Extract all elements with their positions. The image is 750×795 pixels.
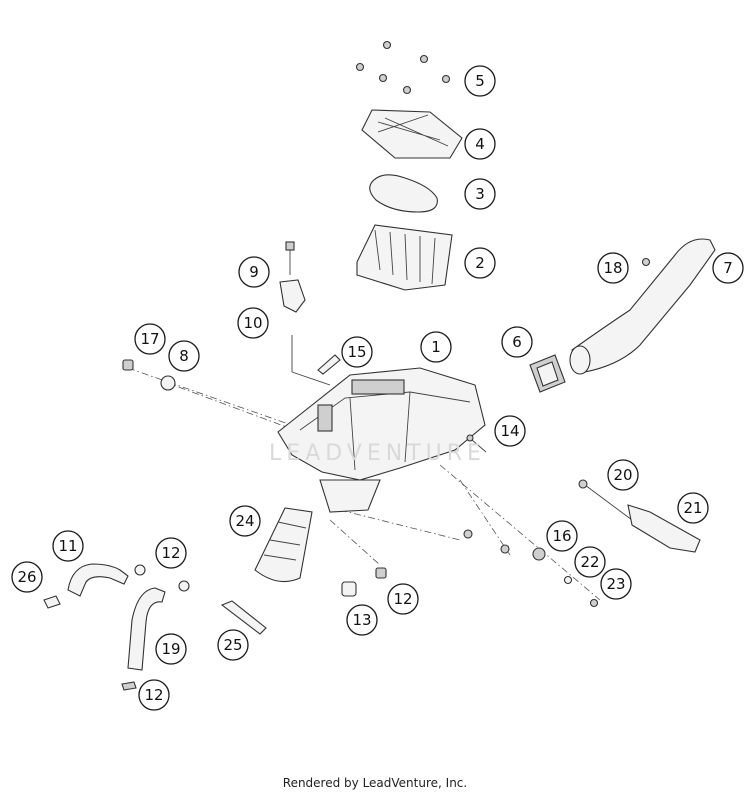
part-26-clip — [43, 595, 61, 609]
part-23-screw — [589, 598, 599, 608]
callout-6: 6 — [501, 326, 533, 358]
callout-2: 2 — [464, 247, 496, 279]
callout-21: 21 — [677, 492, 709, 524]
callout-13: 13 — [346, 604, 378, 636]
callout-22: 22 — [574, 546, 606, 578]
callout-15: 15 — [341, 336, 373, 368]
callout-1: 1 — [420, 331, 452, 363]
callout-5: 5 — [464, 65, 496, 97]
callout-24: 24 — [229, 505, 261, 537]
callout-label: 4 — [475, 135, 485, 153]
callout-label: 20 — [613, 466, 632, 484]
callout-8: 8 — [168, 340, 200, 372]
callout-3: 3 — [464, 178, 496, 210]
part-hardware-left — [463, 529, 510, 554]
leader-lines — [127, 335, 633, 601]
part-21-bracket — [627, 504, 701, 553]
callout-23: 23 — [600, 568, 632, 600]
callout-label: 9 — [249, 263, 259, 281]
callout-label: 16 — [552, 527, 571, 545]
callout-16: 16 — [546, 520, 578, 552]
part-3-gasket — [369, 174, 438, 213]
part-7-snorkel — [569, 238, 716, 375]
part-1-airbox — [277, 367, 486, 513]
callout-26: 26 — [11, 561, 43, 593]
callout-label: 12 — [393, 590, 412, 608]
part-10-sensor — [279, 279, 306, 313]
part-8-grommet — [160, 375, 176, 391]
part-4-filter-cover — [361, 109, 463, 159]
callout-12-center: 12 — [387, 583, 419, 615]
part-15-clip — [317, 354, 341, 375]
callout-label: 22 — [580, 553, 599, 571]
callout-7: 7 — [712, 252, 744, 284]
callout-label: 18 — [603, 259, 622, 277]
callout-19: 19 — [155, 633, 187, 665]
part-17-plug — [122, 359, 134, 371]
callout-label: 3 — [475, 185, 485, 203]
part-5-screws — [355, 40, 451, 95]
part-24-intake-boot — [254, 507, 313, 583]
callout-17: 17 — [134, 323, 166, 355]
part-16-bushing — [532, 547, 546, 561]
part-12-clamp-upper — [134, 564, 190, 592]
callout-9: 9 — [238, 256, 270, 288]
callout-label: 17 — [140, 330, 159, 348]
callout-label: 24 — [235, 512, 254, 530]
callout-label: 1 — [431, 338, 441, 356]
callout-label: 15 — [347, 343, 366, 361]
part-12-clamp-lower — [121, 681, 137, 691]
part-22-washer — [563, 575, 573, 585]
part-6-grommet — [529, 354, 566, 393]
callout-label: 6 — [512, 333, 522, 351]
callout-label: 8 — [179, 347, 189, 365]
callout-10: 10 — [237, 307, 269, 339]
callout-20: 20 — [607, 459, 639, 491]
footer-credit: Rendered by LeadVenture, Inc. — [282, 776, 468, 790]
part-19-hose — [127, 587, 166, 671]
callout-label: 23 — [606, 575, 625, 593]
callout-label: 10 — [243, 314, 262, 332]
callout-label: 5 — [475, 72, 485, 90]
part-2-air-filter — [356, 224, 453, 291]
callout-label: 21 — [683, 499, 702, 517]
part-12-clamp-center — [375, 567, 387, 579]
callout-4: 4 — [464, 128, 496, 160]
callout-25: 25 — [217, 629, 249, 661]
part-9-bolt — [285, 241, 295, 275]
callout-label: 26 — [17, 568, 36, 586]
callout-label: 7 — [723, 259, 733, 277]
part-14-screw — [466, 434, 487, 453]
callout-label: 14 — [500, 422, 519, 440]
callout-label: 13 — [352, 611, 371, 629]
part-25-strap — [220, 600, 267, 635]
callout-label: 25 — [223, 636, 242, 654]
callout-12-upper: 12 — [155, 537, 187, 569]
watermark: LEADVENTURE — [269, 441, 486, 466]
callout-label: 12 — [161, 544, 180, 562]
callout-label: 11 — [58, 537, 77, 555]
callout-label: 2 — [475, 254, 485, 272]
part-20-screw — [578, 479, 588, 489]
part-18-screw — [641, 257, 651, 267]
callout-14: 14 — [494, 415, 526, 447]
callout-18: 18 — [597, 252, 629, 284]
part-11-hose — [67, 563, 129, 597]
callout-11: 11 — [52, 530, 84, 562]
part-13-cap — [341, 581, 357, 597]
callout-12-lower: 12 — [138, 679, 170, 711]
callout-label: 12 — [144, 686, 163, 704]
callout-label: 19 — [161, 640, 180, 658]
